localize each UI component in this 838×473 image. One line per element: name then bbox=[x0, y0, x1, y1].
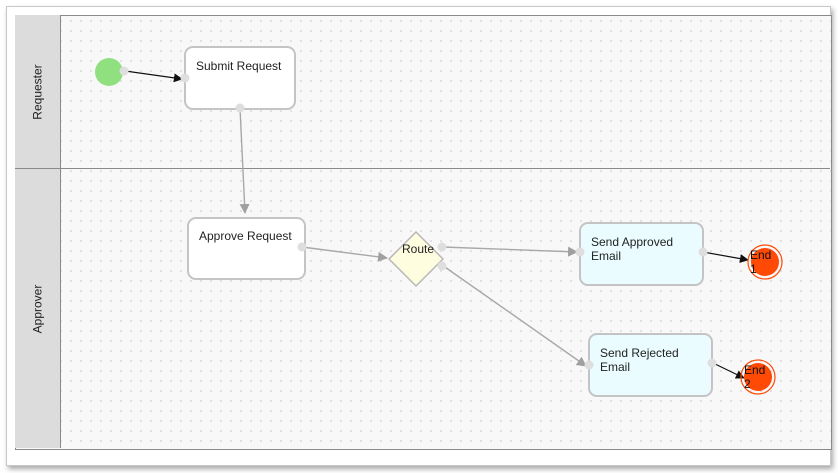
end-event-2-ring bbox=[740, 359, 776, 395]
end-event-1-ring bbox=[747, 244, 783, 280]
end-event-2[interactable] bbox=[744, 363, 772, 391]
connection-ports bbox=[119, 66, 717, 370]
lane-header-approver[interactable]: Approver bbox=[15, 169, 61, 448]
label-end-1: End 1 bbox=[750, 248, 772, 276]
lane-divider bbox=[15, 168, 830, 169]
flow-submit-to-approve[interactable] bbox=[239, 107, 250, 214]
flow-approved-to-end1[interactable] bbox=[702, 251, 749, 264]
label-send-rejected-email: Send Rejected Email bbox=[600, 346, 679, 374]
gateway-route[interactable] bbox=[387, 230, 445, 288]
start-event[interactable] bbox=[95, 58, 123, 86]
label-end-2: End 2 bbox=[744, 363, 766, 391]
end-event-1[interactable] bbox=[751, 248, 779, 276]
label-send-approved-email: Send Approved Email bbox=[591, 235, 674, 263]
task-submit-request[interactable] bbox=[184, 46, 296, 110]
label-approve-request: Approve Request bbox=[199, 229, 292, 243]
task-approve-request[interactable] bbox=[187, 217, 306, 280]
label-submit-request: Submit Request bbox=[196, 59, 282, 73]
flow-route-to-approved[interactable] bbox=[441, 246, 578, 257]
label-route: Route bbox=[402, 242, 435, 256]
lane-header-requester[interactable]: Requester bbox=[15, 15, 61, 168]
flow-route-to-rejected[interactable] bbox=[441, 264, 587, 367]
flow-rejected-to-end2[interactable] bbox=[712, 362, 745, 379]
flow-approve-to-route[interactable] bbox=[301, 246, 388, 262]
flow-start-to-submit[interactable] bbox=[124, 70, 183, 83]
